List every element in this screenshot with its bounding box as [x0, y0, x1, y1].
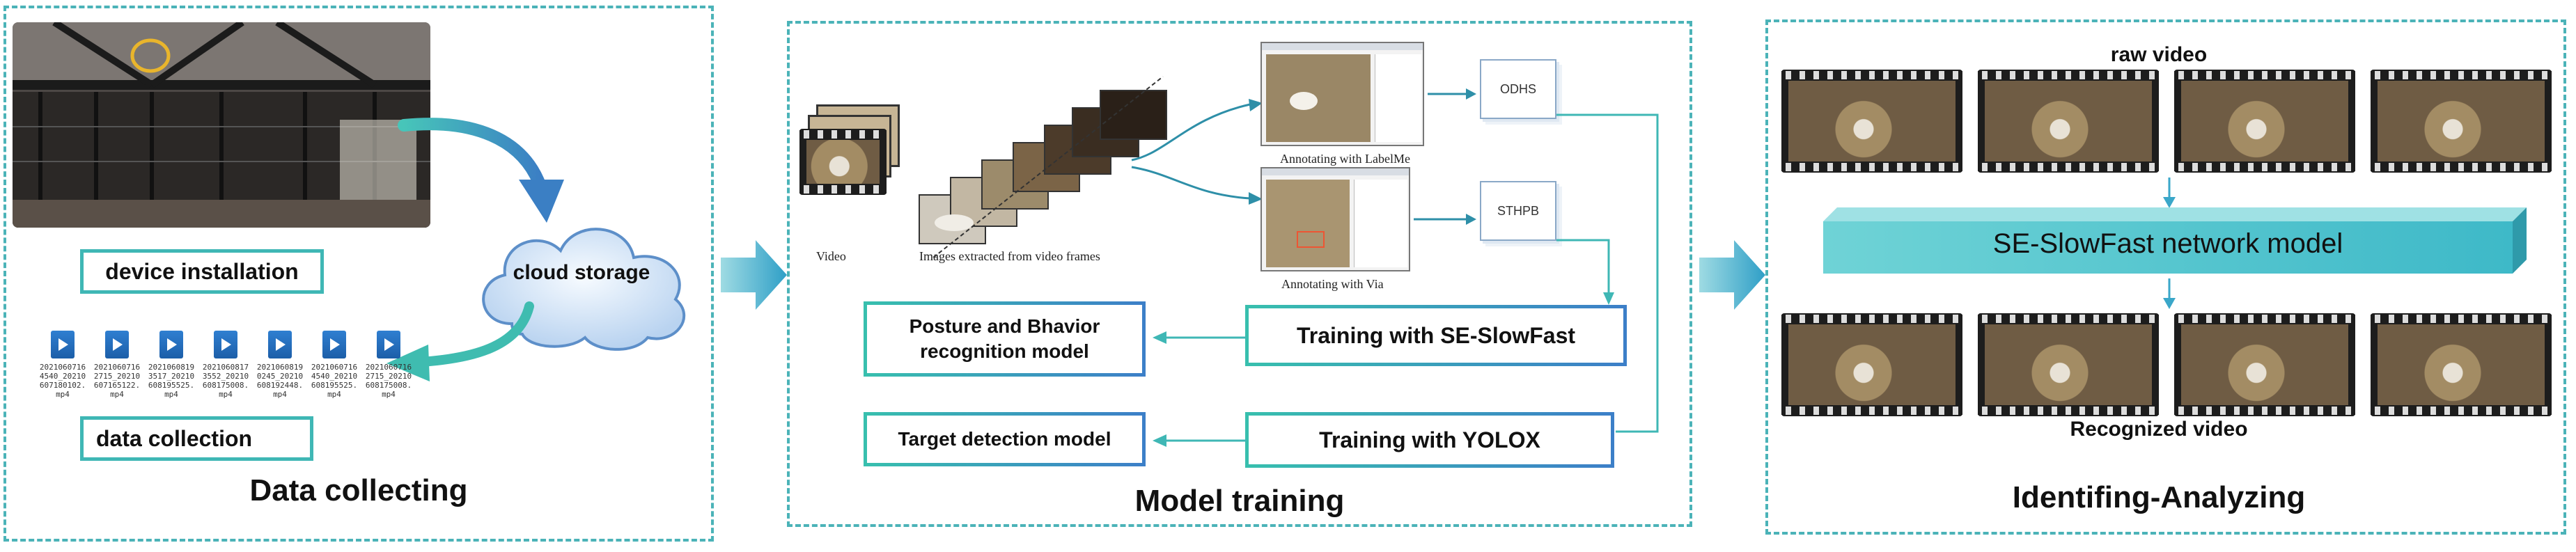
data-collecting-title: Data collecting — [249, 473, 468, 507]
video-file-icon — [322, 331, 346, 358]
video-file-item: 20210607162715_20210608175008.mp4 — [364, 331, 413, 399]
stable-photo — [13, 22, 430, 228]
download-arrow — [387, 301, 534, 381]
training-slowfast-box: Training with SE-SlowFast — [1245, 305, 1627, 366]
via-screenshot — [1260, 167, 1410, 271]
branch-arrows — [1131, 99, 1263, 205]
identifying-analyzing-title: Identifing-Analyzing — [2012, 480, 2306, 514]
video-file-icon — [377, 331, 400, 358]
video-file-item: 20210607164540_20210608195525.mp4 — [310, 331, 359, 399]
video-file-icon — [268, 331, 292, 358]
video-file-icon — [51, 331, 75, 358]
video-thumb-front — [799, 129, 887, 195]
upload-arrow — [398, 118, 564, 223]
video-file-item: 20210608193517_20210608195525.mp4 — [147, 331, 196, 399]
panel-model-training — [787, 21, 1692, 527]
raw-video-frame — [1781, 70, 1962, 173]
raw-video-frame — [2174, 70, 2355, 173]
video-file-icon — [159, 331, 183, 358]
recognized-video-label: Recognized video — [2070, 418, 2248, 441]
frames-label: Images extracted from video frames — [919, 249, 1100, 263]
raw-video-frame — [2371, 70, 2552, 173]
labelme-label: Annotating with LabelMe — [1280, 152, 1410, 166]
stable-photo-drawing — [13, 22, 430, 228]
panel-data-collecting — [3, 6, 714, 542]
raw-video-label: raw video — [2110, 43, 2208, 66]
labelme-screenshot — [1260, 42, 1424, 146]
via-label: Annotating with Via — [1281, 277, 1384, 291]
arrow-to-posture-model — [1153, 331, 1247, 344]
arrow-to-sthpb — [1414, 214, 1476, 225]
posture-model-line1: Posture and Bhavior — [909, 315, 1100, 337]
raw-video-frame — [1978, 70, 2159, 173]
video-file-item: 20210608173552_20210608175008.mp4 — [201, 331, 250, 399]
cloud-storage-label: cloud storage — [513, 261, 650, 284]
arrow-to-target-model — [1153, 434, 1247, 447]
sthpb-dataset: STHPB — [1480, 181, 1556, 241]
video-file-icon — [105, 331, 129, 358]
video-file-icon — [214, 331, 237, 358]
data-collection-label: data collection — [80, 416, 313, 461]
video-label: Video — [816, 249, 846, 263]
recognized-video-frame — [2371, 313, 2552, 416]
recognized-video-frame — [1781, 313, 1962, 416]
posture-model-line2: recognition model — [920, 340, 1089, 362]
odhs-dataset: ODHS — [1480, 59, 1556, 119]
target-detection-model-box: Target detection model — [864, 412, 1146, 466]
model-training-title: Model training — [1134, 484, 1345, 518]
recognized-video-frame — [1978, 313, 2159, 416]
panel-identifying — [1765, 19, 2566, 535]
video-file-item: 20210607162715_20210607165122.mp4 — [93, 331, 141, 399]
recognized-video-frame — [2174, 313, 2355, 416]
arrow-down-2 — [2163, 278, 2176, 309]
device-installation-label: device installation — [80, 249, 324, 294]
arrow-down-1 — [2163, 178, 2176, 208]
network-model-label: SE-SlowFast network model — [1992, 228, 2343, 259]
arrow-to-odhs — [1428, 88, 1476, 100]
flow-arrow-1 — [721, 240, 787, 310]
video-file-list: 20210607164540_20210607180102.mp4 202106… — [38, 331, 414, 414]
extracted-frames — [919, 76, 1167, 258]
flow-arrow-2 — [1699, 240, 1765, 310]
video-file-item: 20210608190245_20210608192448.mp4 — [256, 331, 304, 399]
dataset-connectors — [1556, 113, 1659, 433]
posture-behavior-model-box: Posture and Bhavior recognition model — [864, 301, 1146, 377]
video-file-item: 20210607164540_20210607180102.mp4 — [38, 331, 87, 399]
training-yolox-box: Training with YOLOX — [1245, 412, 1614, 468]
cloud-icon — [482, 228, 686, 351]
network-model-bar — [1823, 207, 2527, 274]
